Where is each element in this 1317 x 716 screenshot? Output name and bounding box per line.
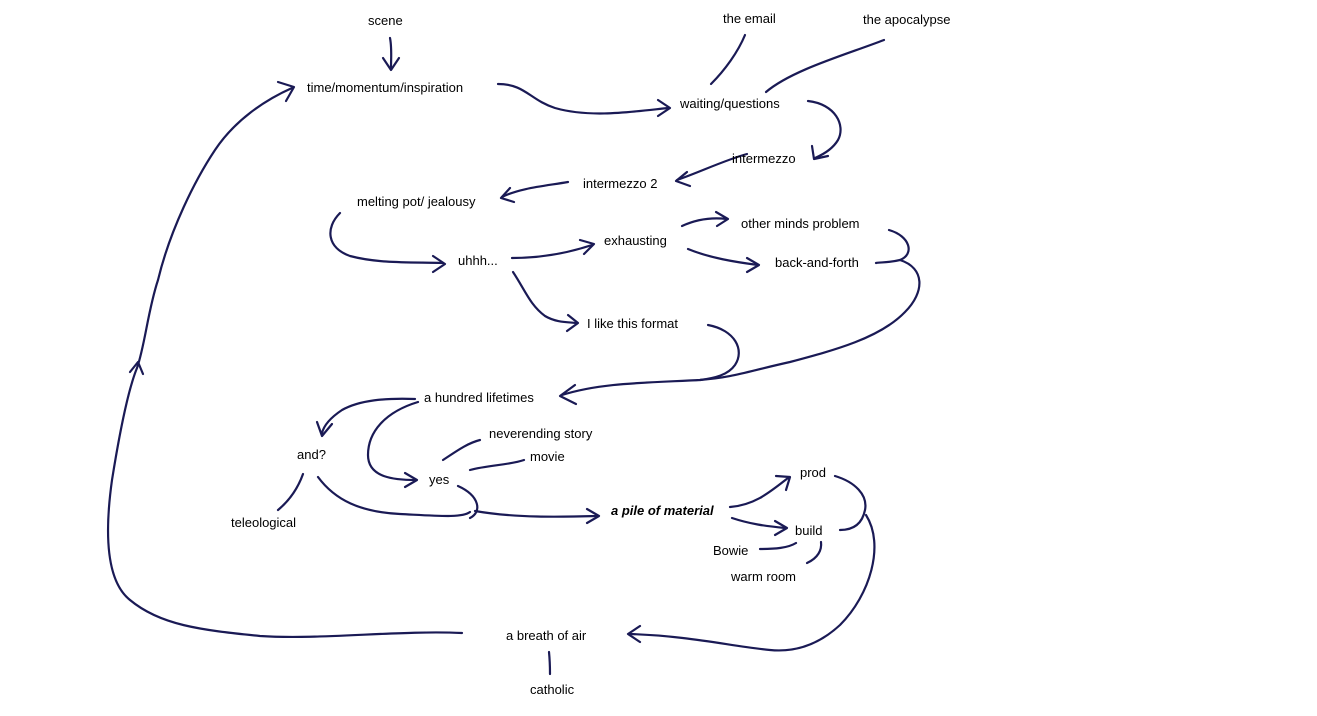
node-build: build bbox=[795, 523, 823, 538]
connector-breath-catholic bbox=[547, 650, 552, 676]
node-neverending-story: neverending story bbox=[489, 426, 593, 441]
arrowhead-hundred-yes bbox=[403, 471, 419, 489]
arrowhead-intermezzo2-melting bbox=[499, 186, 516, 204]
arrowhead-exhausting-backforth bbox=[745, 256, 761, 274]
node-a-hundred-lifetimes: a hundred lifetimes bbox=[424, 390, 534, 405]
node-movie: movie bbox=[530, 449, 565, 464]
node-bowie: Bowie bbox=[713, 543, 749, 558]
arrowhead-melting-uhhh bbox=[431, 254, 447, 274]
connector-and-teleological bbox=[276, 472, 305, 512]
node-scene: scene bbox=[368, 13, 403, 28]
node-prod: prod bbox=[800, 465, 827, 480]
connector-melting-uhhh bbox=[329, 211, 445, 265]
connector-hundred-yes bbox=[366, 400, 420, 482]
node-intermezzo: intermezzo bbox=[732, 151, 796, 166]
node-the-apocalypse: the apocalypse bbox=[863, 12, 951, 27]
connector-scene-time bbox=[388, 36, 393, 70]
connector-brace-hundred bbox=[560, 258, 921, 397]
node-a-breath-of-air: a breath of air bbox=[506, 628, 587, 643]
connector-and-pile bbox=[316, 475, 472, 518]
node-waiting-questions: waiting/questions bbox=[680, 96, 780, 111]
arrowhead-intermezzo-intermezzo2 bbox=[674, 170, 692, 188]
tick-loop-side bbox=[128, 360, 145, 376]
node-melting-pot-jealousy: melting pot/ jealousy bbox=[357, 194, 476, 209]
connector-exhausting-otherminds bbox=[680, 217, 729, 228]
connector-pile-build bbox=[730, 516, 787, 530]
node-intermezzo-2: intermezzo 2 bbox=[583, 176, 658, 191]
node-catholic: catholic bbox=[530, 682, 575, 697]
arrowhead-pile-prod bbox=[774, 474, 792, 492]
connector-uhhh-ilike bbox=[511, 270, 579, 325]
arrowhead-uhhh-exhausting bbox=[578, 238, 596, 256]
arrowhead-hundred bbox=[558, 383, 578, 406]
node-a-pile-of-material: a pile of material bbox=[611, 503, 714, 518]
connector-warmroom-build bbox=[805, 540, 823, 565]
arrowhead-pile-build bbox=[773, 519, 789, 537]
connector-intermezzo-intermezzo2 bbox=[675, 152, 749, 182]
connector-loop-breath bbox=[628, 513, 876, 652]
node-warm-room: warm room bbox=[731, 569, 797, 584]
node-i-like-this-format: I like this format bbox=[587, 316, 679, 331]
connector-time-waiting bbox=[496, 82, 670, 115]
node-uhhh: uhhh... bbox=[458, 253, 498, 268]
arrowhead-scene-time bbox=[381, 56, 401, 72]
connector-exhausting-backforth bbox=[686, 247, 760, 267]
connector-movie-yes bbox=[468, 458, 526, 472]
connector-email-waiting bbox=[709, 33, 747, 86]
node-and: and? bbox=[297, 447, 326, 462]
arrowhead-breath bbox=[626, 624, 642, 644]
node-time-momentum-inspiration: time/momentum/inspiration bbox=[307, 80, 464, 95]
connector-neverending-yes bbox=[441, 438, 482, 462]
node-exhausting: exhausting bbox=[604, 233, 667, 248]
node-teleological: teleological bbox=[231, 515, 297, 530]
connector-hundred-and bbox=[320, 397, 417, 435]
node-other-minds-problem: other minds problem bbox=[741, 216, 860, 231]
connector-ilike-hundred bbox=[698, 323, 740, 382]
connector-breath-time-loop bbox=[106, 86, 464, 639]
node-the-email: the email bbox=[723, 11, 776, 26]
connector-apocalypse-waiting bbox=[764, 38, 886, 94]
connector-yes-pile bbox=[456, 484, 600, 520]
arrowhead-hundred-and bbox=[315, 420, 334, 438]
node-back-and-forth: back-and-forth bbox=[775, 255, 859, 270]
connector-intermezzo2-melting bbox=[500, 180, 570, 199]
node-yes: yes bbox=[429, 472, 450, 487]
arrowhead-waiting-intermezzo bbox=[810, 144, 830, 161]
connector-prod-loop bbox=[833, 474, 867, 532]
connector-waiting-intermezzo bbox=[806, 99, 842, 160]
connector-bowie-build bbox=[758, 541, 798, 551]
arrowhead-pile bbox=[585, 507, 601, 525]
connector-pile-prod bbox=[728, 476, 790, 509]
arrowhead-time-waiting bbox=[656, 98, 672, 118]
arrowhead-time-loop bbox=[276, 80, 296, 103]
arrowhead-exhausting-otherminds bbox=[714, 210, 730, 228]
connector-otherminds-brace bbox=[874, 228, 910, 265]
arrowhead-uhhh-ilike bbox=[565, 313, 580, 333]
connector-uhhh-exhausting bbox=[510, 243, 594, 260]
